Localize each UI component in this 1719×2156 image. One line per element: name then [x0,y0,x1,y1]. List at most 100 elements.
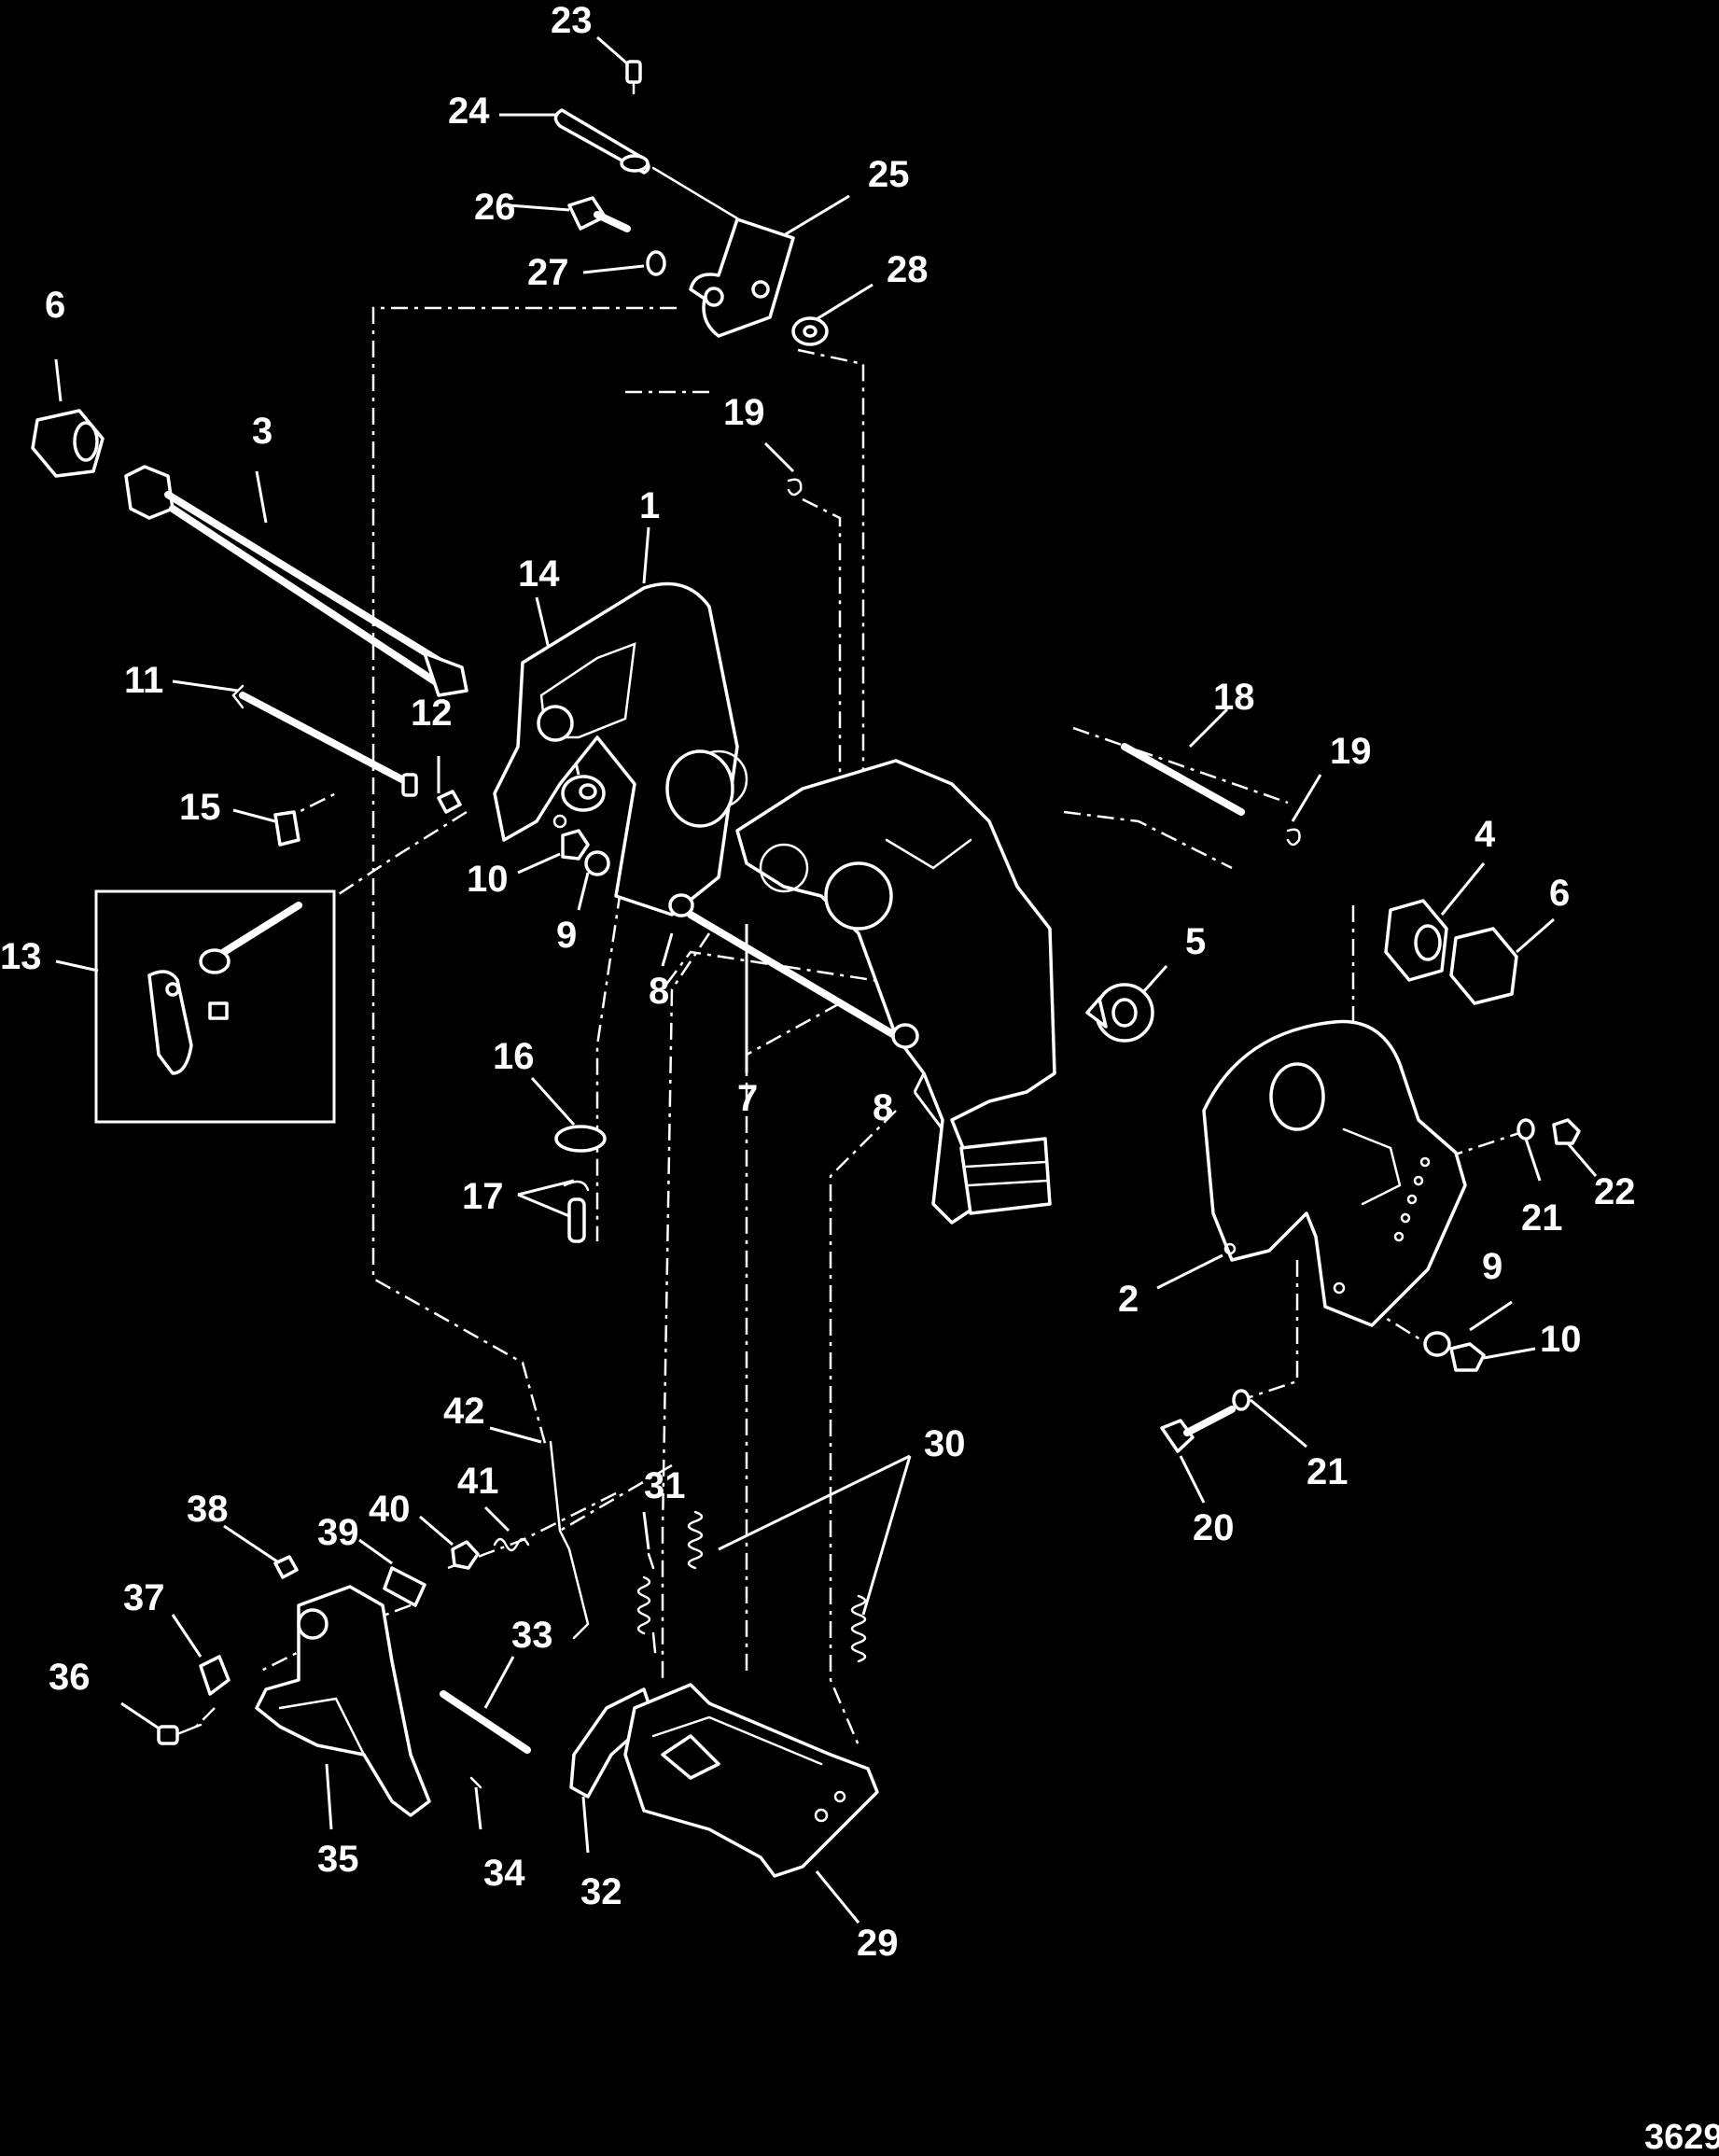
part-10-nut-left [561,829,590,861]
part-9-washer-left [584,850,610,876]
callout-2: 2 [1118,1279,1139,1320]
callout-3: 3 [252,411,273,452]
part-36-screw [157,1723,203,1745]
part-11-rod [231,684,418,797]
callout-6: 6 [45,285,65,326]
part-35-lock-lever [255,1585,431,1817]
part-33-pin [440,1690,531,1754]
swivel-bracket [735,759,1056,1225]
callout-9: 9 [556,915,577,956]
part-3-tilt-tube [124,465,468,697]
callout-8b: 8 [873,1087,893,1128]
callout-14: 14 [518,553,560,595]
part-6-cap-left [31,409,105,478]
part-37-clip [199,1655,231,1696]
callout-27: 27 [527,252,569,293]
part-26-bolt [567,196,631,232]
callout-24: 24 [448,91,490,132]
callout-39: 39 [317,1512,359,1553]
callout-21: 21 [1521,1197,1563,1239]
callout-21b: 21 [1307,1451,1349,1492]
part-28-washer [791,316,829,346]
part-5-bushing [1085,983,1154,1043]
callout-labels: 23 24 25 26 27 28 6 3 19 1 14 11 12 15 1… [0,0,1636,1964]
callout-6b: 6 [1549,873,1570,914]
part-9-washer-right [1423,1331,1451,1357]
part-19-clip-top [787,478,803,497]
part-42-link-rod [549,1440,590,1640]
part-4-nut [1384,899,1448,982]
part-17-pin [563,1180,590,1243]
part-21-washer-b [1232,1389,1251,1411]
callout-7: 7 [737,1078,758,1119]
callout-8: 8 [649,971,669,1012]
part-22-nut [1552,1118,1581,1145]
part-2-starboard-bracket [1202,1019,1467,1327]
callout-16: 16 [493,1036,535,1077]
part-8-washer-a [668,893,694,917]
callout-23: 23 [551,0,593,41]
callout-37: 37 [123,1577,165,1618]
part-40-nut [451,1540,480,1570]
callout-13: 13 [0,936,42,977]
callout-15: 15 [179,787,221,828]
callout-19b: 19 [1330,731,1372,772]
callout-12: 12 [411,693,453,734]
part-13-inset-box [94,889,336,1124]
callout-25: 25 [868,154,910,195]
callout-34: 34 [483,1853,525,1894]
part-16-washer [554,1125,607,1153]
callout-5: 5 [1185,921,1206,962]
part-1-port-bracket [493,581,748,917]
part-34-pin [469,1776,482,1789]
callout-42: 42 [443,1391,485,1432]
part-29-tilt-lock [623,1683,879,1878]
callout-1: 1 [639,485,660,526]
part-27-washer [646,250,666,276]
callout-35: 35 [317,1839,359,1880]
callout-28: 28 [887,249,929,290]
part-12-fastener [437,790,462,814]
part-20-bolt [1160,1406,1236,1453]
callout-29: 29 [857,1923,899,1964]
part-23-screw [625,60,642,95]
callout-4: 4 [1474,814,1496,855]
part-18-pin [1121,743,1245,816]
callout-40: 40 [369,1489,411,1530]
callout-19: 19 [723,392,765,433]
callout-33: 33 [511,1615,553,1656]
parts [31,60,1581,1878]
callout-26: 26 [474,187,516,228]
part-14-bushing [561,775,606,812]
callout-38: 38 [187,1489,229,1530]
leader-lines [54,35,1598,1924]
figure-number: 3629 [1644,2118,1719,2156]
part-41-spring [493,1537,530,1552]
part-21-washer-a [1516,1118,1535,1141]
callout-20: 20 [1193,1507,1235,1548]
callout-17: 17 [462,1176,504,1217]
part-39-sleeve [383,1566,426,1607]
callout-10b: 10 [1540,1319,1582,1360]
part-8-washer-b [891,1023,919,1049]
callout-32: 32 [580,1871,622,1912]
callout-9b: 9 [1482,1246,1502,1287]
part-7-through-bolt [687,911,900,1040]
part-30-spring-b [850,1594,867,1663]
callout-10: 10 [467,859,509,900]
callout-36: 36 [49,1657,91,1698]
callout-11: 11 [124,660,163,701]
part-13-lock-lever [147,902,302,1075]
part-6-cap-right [1449,927,1518,1005]
alignment-lines [195,306,1531,1746]
callout-18: 18 [1213,677,1255,718]
callout-41: 41 [457,1461,499,1502]
callout-31: 31 [644,1465,686,1506]
part-19-clip-right [1286,828,1301,847]
callout-30: 30 [924,1423,966,1464]
callout-22: 22 [1594,1171,1636,1212]
part-38-pin [273,1555,299,1579]
part-15-plate [273,810,300,847]
part-30-spring-a [687,1510,704,1570]
part-25-lever [651,166,795,338]
